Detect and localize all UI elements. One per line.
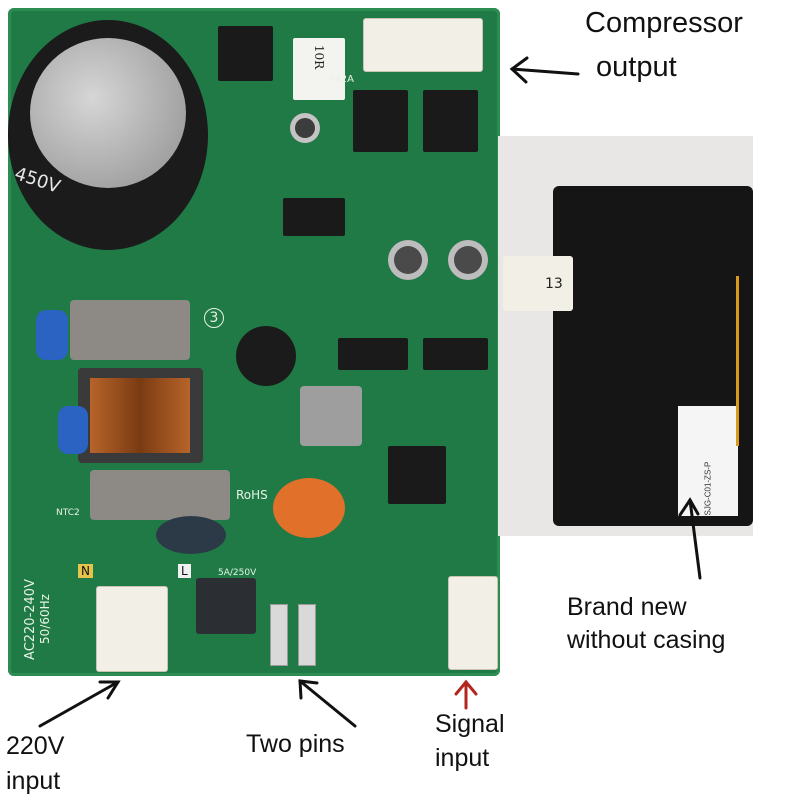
fuse-rating: 5A/250V <box>218 568 257 578</box>
label-signal: Signal <box>435 710 505 738</box>
label-output: output <box>596 51 677 83</box>
relay-block <box>196 578 256 634</box>
power-input-connector <box>96 586 168 672</box>
ntc-thermistor <box>156 516 226 554</box>
transistor-left <box>353 90 408 152</box>
yellow-wire <box>736 276 739 446</box>
ntc-label: NTC2 <box>56 508 80 518</box>
label-two-pins: Two pins <box>246 730 345 758</box>
transformer <box>78 368 203 463</box>
module-photo: 13 SJG-C01-ZS-P <box>498 136 753 536</box>
blue-cap-1 <box>36 310 68 360</box>
circle-number: 3 <box>204 308 224 328</box>
label-220v: 220V <box>6 732 65 760</box>
label-220v-input: input <box>6 767 61 795</box>
pin-1 <box>270 604 288 666</box>
label-without-casing: without casing <box>567 626 726 654</box>
pcb-board: 450V 10R 742A AC220-240V 50/60Hz N L RoH… <box>8 8 500 676</box>
board-code: 742A <box>328 74 354 85</box>
ic5 <box>423 338 488 370</box>
transistor-right <box>423 90 478 152</box>
arrow-220v-line <box>38 680 120 728</box>
module-sticker: SJG-C01-ZS-P <box>678 406 738 516</box>
module-connector: 13 <box>503 256 573 311</box>
mcu <box>388 446 446 504</box>
line-mark: L <box>178 564 191 578</box>
arrow-compressor-head <box>509 56 529 84</box>
label-brand-new: Brand new <box>567 593 687 621</box>
film-cap-1 <box>70 300 190 360</box>
arrow-signal-head <box>454 679 478 696</box>
ic4 <box>338 338 408 370</box>
power-resistor: 10R <box>293 38 345 100</box>
varistor <box>273 478 345 538</box>
arrow-pins-head <box>298 679 319 700</box>
rohs-mark: RoHS <box>236 488 268 502</box>
small-cap-2 <box>448 240 488 280</box>
arrow-module-head <box>678 497 700 517</box>
module-tag: 13 <box>545 276 563 292</box>
arrow-220v-head <box>98 680 121 700</box>
neutral-mark: N <box>78 564 93 578</box>
arrow-compressor-line <box>510 67 580 76</box>
film-cap-3 <box>300 386 362 446</box>
transistor-top <box>218 26 273 81</box>
ic3 <box>283 198 345 236</box>
compressor-output-connector <box>363 18 483 72</box>
small-cap-1 <box>388 240 428 280</box>
blue-cap-2 <box>58 406 88 454</box>
bulk-capacitor: 450V <box>8 20 208 250</box>
pin-2 <box>298 604 316 666</box>
label-signal-input: input <box>435 744 490 772</box>
signal-connector <box>448 576 498 670</box>
inductor <box>236 326 296 386</box>
arrow-pins-line <box>298 679 357 728</box>
film-cap-2 <box>90 470 230 520</box>
small-cap-3 <box>290 113 320 143</box>
arrow-module-line <box>688 498 702 580</box>
label-compressor: Compressor <box>585 7 743 39</box>
